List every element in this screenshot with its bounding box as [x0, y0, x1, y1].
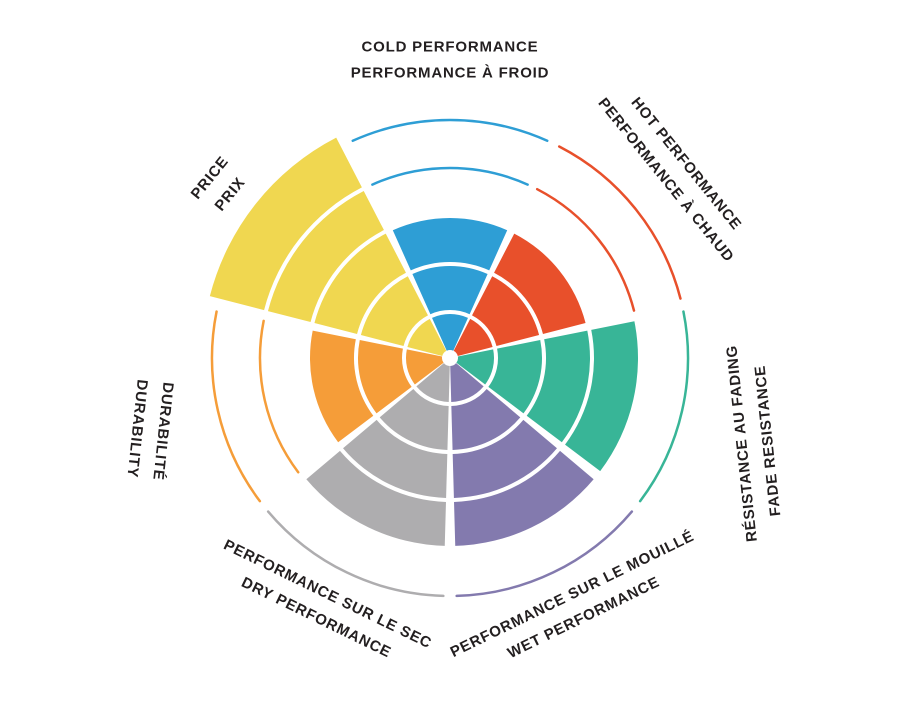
sector-wet-performance-band-3 [452, 419, 557, 498]
sector-dry-performance-band-3 [343, 419, 448, 498]
sector-hot-performance [453, 145, 682, 357]
sector-durability-band-3 [310, 330, 374, 443]
sector-hot-performance-band-1 [453, 318, 493, 357]
sector-hot-performance-level-arc-4 [535, 187, 636, 312]
sector-label-cold-performance-line2: PERFORMANCE À FROID [350, 64, 550, 81]
sector-price [209, 137, 447, 357]
sector-dry-performance-level-arc-5 [266, 510, 445, 598]
sector-price-band-5 [209, 137, 362, 311]
sector-fade-resistance-band-3 [526, 330, 590, 443]
sector-fade-resistance-band-1 [456, 349, 494, 385]
sector-price-band-2 [360, 276, 428, 347]
sector-cold-performance-band-2 [412, 266, 488, 315]
sector-label-cold-performance: COLD PERFORMANCE PERFORMANCE À FROID [351, 35, 550, 86]
sector-fade-resistance-band-2 [488, 340, 542, 414]
sector-wet-performance-band-4 [454, 450, 594, 546]
sector-price-band-4 [267, 190, 384, 323]
sector-fade-resistance [456, 310, 690, 503]
sector-durability [210, 310, 444, 503]
sector-wet-performance-band-2 [451, 388, 521, 450]
sector-durability-level-arc-5 [210, 310, 262, 503]
sector-dry-performance-band-4 [306, 450, 446, 546]
sector-label-cold-performance-line1: COLD PERFORMANCE [361, 38, 539, 56]
sector-dry-performance [266, 363, 450, 598]
sector-wet-performance-level-arc-5 [455, 510, 634, 598]
sector-hot-performance-band-2 [472, 276, 540, 347]
sector-fade-resistance-level-arc-5 [638, 310, 690, 503]
sector-cold-performance-band-3 [392, 217, 508, 271]
sector-hot-performance-level-arc-5 [557, 145, 682, 300]
sector-cold-performance-band-1 [432, 314, 468, 351]
sector-wet-performance-band-1 [450, 363, 484, 402]
sector-price-band-3 [314, 233, 406, 335]
sector-dry-performance-band-2 [379, 388, 449, 450]
sector-dry-performance-band-1 [416, 363, 450, 402]
sector-label-wet-performance-line1: PERFORMANCE SUR LE MOUILLÉ [447, 527, 697, 661]
sector-cold-performance-level-arc-4 [371, 166, 529, 186]
sector-hot-performance-band-3 [494, 233, 586, 335]
sector-cold-performance-level-arc-5 [351, 118, 549, 143]
sector-durability-band-1 [406, 349, 444, 385]
sector-price-band-1 [407, 318, 447, 357]
sector-fade-resistance-band-4 [565, 321, 638, 472]
sector-cold-performance [351, 118, 549, 351]
sector-durability-level-arc-4 [258, 319, 300, 474]
sector-durability-band-2 [358, 340, 412, 414]
sector-wet-performance [450, 363, 634, 598]
